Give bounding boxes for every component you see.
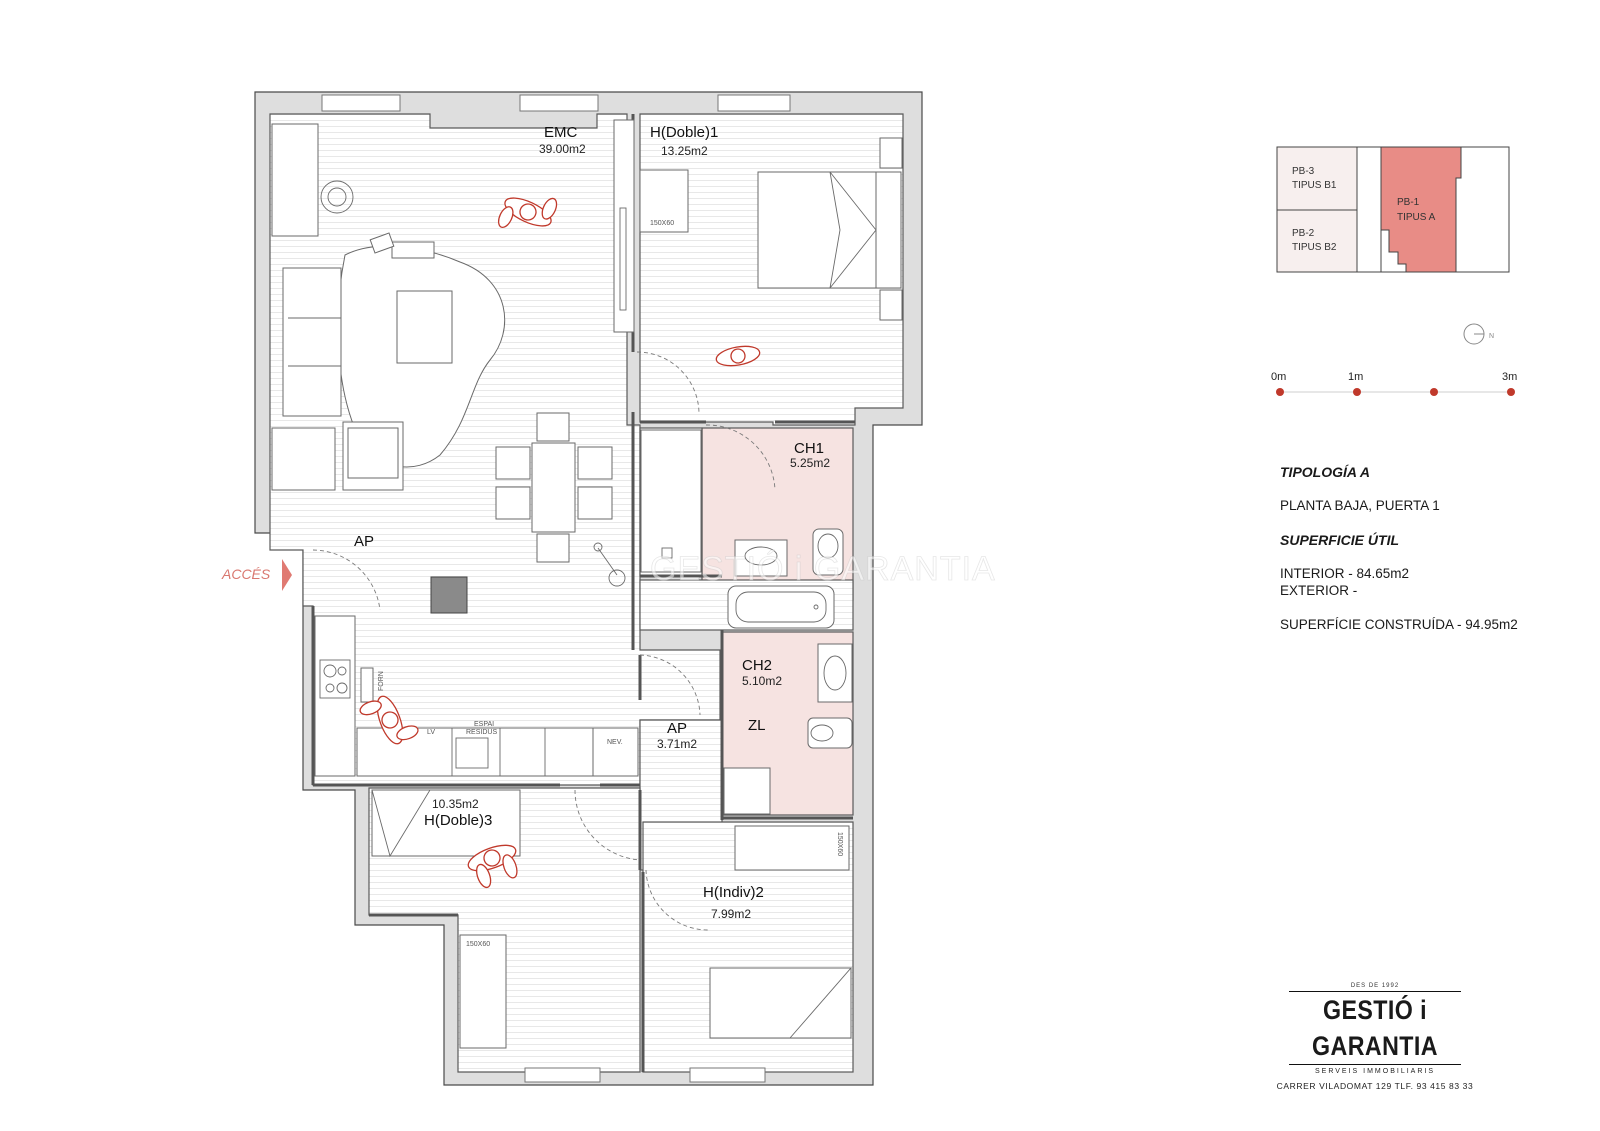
room-label-ch2: CH2 xyxy=(742,657,772,674)
room-area-ch2: 5.10m2 xyxy=(742,674,782,688)
compass-label: N xyxy=(1489,333,1494,340)
access-label: ACCÉS xyxy=(221,566,271,582)
planta-text: PLANTA BAJA, PUERTA 1 xyxy=(1280,498,1440,513)
watermark: GESTIÓ i GARANTIA xyxy=(650,550,996,588)
built-area-text: SUPERFÍCIE CONSTRUÍDA - 94.95m2 xyxy=(1280,617,1518,632)
logo-tagline: SERVEIS IMMOBILIARIS xyxy=(1314,1068,1435,1075)
room-area-doble1: 13.25m2 xyxy=(661,144,708,158)
room-area-emc: 39.00m2 xyxy=(539,142,586,156)
ch2-fixtures xyxy=(723,643,853,815)
key-pb2-line1: PB-2 xyxy=(1292,228,1315,239)
compass-icon: N xyxy=(1463,323,1494,345)
residus-label: RESIDUS xyxy=(466,729,497,736)
room-area-ap-hall: 3.71m2 xyxy=(657,737,697,751)
people-figures xyxy=(359,197,761,889)
logo-name: GESTIÓ i GARANTIA xyxy=(1289,991,1461,1065)
tipologia-heading: TIPOLOGÍA A xyxy=(1280,464,1370,480)
room-label-indiv2: H(Indiv)2 xyxy=(703,884,764,901)
room-label-ch1: CH1 xyxy=(794,440,824,457)
logo-address: CARRER VILADOMAT 129 TLF. 93 415 83 33 xyxy=(1276,1081,1474,1091)
forn-label: FORN xyxy=(378,671,385,691)
key-plan-highlight xyxy=(1380,146,1462,273)
bedroom2-furniture: 150X60 xyxy=(709,825,852,1039)
key-pb3-line2: TIPUS B1 xyxy=(1292,180,1337,191)
logo-since: DES DE 1992 xyxy=(1350,983,1400,989)
room-label-doble1: H(Doble)1 xyxy=(650,124,718,141)
windows xyxy=(321,94,791,1083)
key-pb1-line1: PB-1 xyxy=(1397,197,1420,208)
access-marker: ACCÉS xyxy=(221,559,292,591)
scale-label-0: 0m xyxy=(1271,371,1286,383)
room-area-doble3: 10.35m2 xyxy=(432,797,479,811)
lv-label: LV xyxy=(427,729,435,736)
door-swings xyxy=(312,351,776,931)
room-label-emc: EMC xyxy=(544,124,578,141)
room-label-ap-hall: AP xyxy=(667,720,687,737)
espai-label: ESPAI xyxy=(474,721,494,728)
key-plan: PB-3 TIPUS B1 PB-2 TIPUS B2 PB-1 TIPUS A xyxy=(1276,146,1510,273)
wardrobe-label: 150X60 xyxy=(836,832,843,856)
scale-label-3: 3m xyxy=(1502,371,1517,383)
exterior-area-text: EXTERIOR - xyxy=(1280,583,1358,598)
room-labels: EMC 39.00m2 H(Doble)1 13.25m2 CH1 5.25m2… xyxy=(354,124,830,921)
bedroom1-furniture: 150X60 xyxy=(639,137,903,321)
key-pb3-line1: PB-3 xyxy=(1292,166,1315,177)
wardrobe-label: 150X60 xyxy=(650,220,674,227)
scale-label-1: 1m xyxy=(1348,371,1363,383)
ch1-fixtures xyxy=(640,429,844,629)
bedroom3-furniture: 150X60 xyxy=(371,789,521,1049)
company-logo: DES DE 1992 GESTIÓ i GARANTIA SERVEIS IM… xyxy=(1275,983,1475,1091)
living-furniture xyxy=(271,119,635,614)
key-pb1-line2: TIPUS A xyxy=(1397,212,1436,223)
room-area-ch1: 5.25m2 xyxy=(790,456,830,470)
nev-label: NEV. xyxy=(607,739,623,746)
interior-area-text: INTERIOR - 84.65m2 xyxy=(1280,566,1410,581)
scale-bar: 0m 1m 3m xyxy=(1271,371,1517,396)
key-pb2-line2: TIPUS B2 xyxy=(1292,242,1337,253)
room-label-ap-entry: AP xyxy=(354,533,374,550)
wardrobe-label: 150X60 xyxy=(466,941,490,948)
room-label-zl: ZL xyxy=(748,717,766,734)
room-area-indiv2: 7.99m2 xyxy=(711,907,751,921)
room-label-doble3: H(Doble)3 xyxy=(424,812,492,829)
superficie-util-heading: SUPERFICIE ÚTIL xyxy=(1280,532,1400,548)
